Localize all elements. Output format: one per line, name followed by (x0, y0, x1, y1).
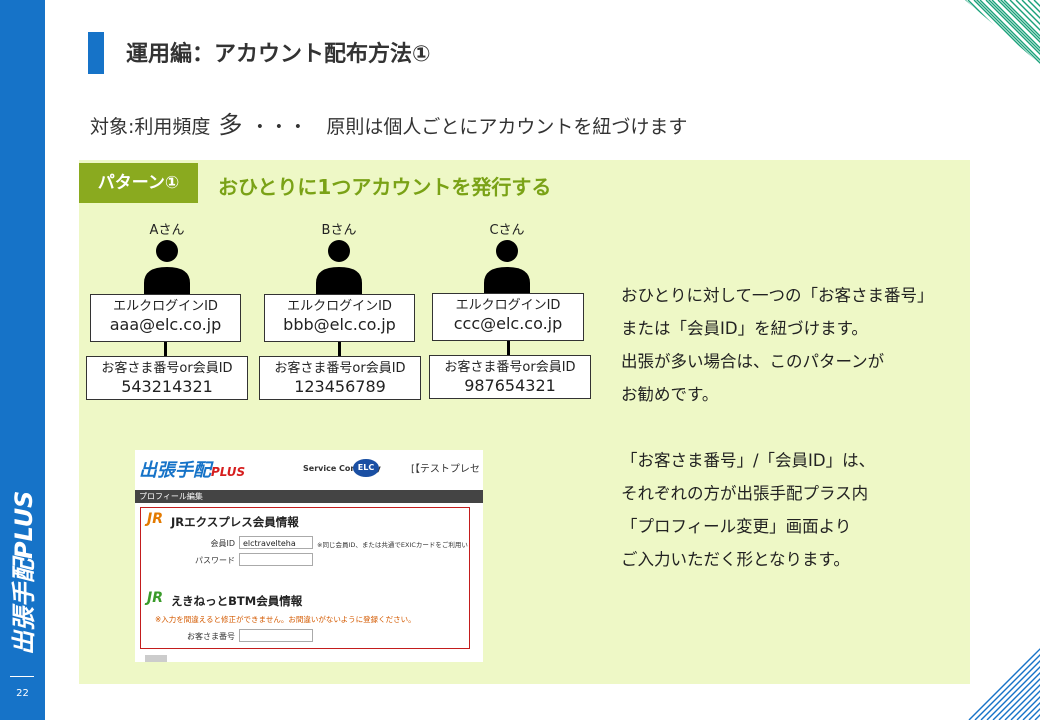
shot-company: Service Company (303, 464, 381, 473)
description-line: 出張が多い場合は、このパターンが (621, 352, 885, 371)
person-icon (484, 240, 530, 295)
shot-header: プロフィール編集 (135, 490, 483, 503)
pattern-tag: パターン① (79, 163, 198, 203)
subtitle-level: 多 (218, 111, 243, 139)
login-id-label: エルクログインID (287, 299, 392, 314)
member-id-box: お客さま番号or会員ID 987654321 (429, 355, 591, 399)
description-line: それぞれの方が出張手配プラス内 (621, 484, 869, 503)
connector-line (507, 341, 510, 355)
login-id-value: ccc@elc.co.jp (453, 314, 563, 333)
member-id-value: 543214321 (121, 377, 213, 396)
page-divider (10, 676, 34, 677)
person-name: Cさん (489, 223, 525, 238)
sidebar: 出張手配PLUS 22 (0, 0, 45, 720)
description-line: ご入力いただく形となります。 (621, 550, 850, 569)
member-id-box: お客さま番号or会員ID 123456789 (259, 356, 421, 400)
profile-screenshot: 出張手配PLUS Service Company ELC [【テストプレセ プロ… (135, 450, 483, 662)
description-line: お勧めです。 (621, 385, 719, 404)
login-id-value: bbb@elc.co.jp (283, 315, 396, 334)
stripe-decoration-bottom-icon (965, 648, 1040, 720)
shot-form: JR JRエクスプレス会員情報 会員ID elctravelteha ※同じ会員… (140, 507, 470, 649)
shot-logo-plus: PLUS (211, 465, 246, 479)
subtitle-suffix: ・・・ 原則は個人ごとにアカウントを紐づけます (250, 116, 688, 138)
member-id-input[interactable]: elctravelteha (239, 536, 313, 549)
member-id-label: お客さま番号or会員ID (274, 361, 406, 376)
member-id-label: お客さま番号or会員ID (444, 360, 576, 375)
password-input[interactable] (239, 553, 313, 566)
ekinet-logo-icon: JR (147, 590, 163, 606)
ekinet-section-title: えきねっとBTM会員情報 (171, 594, 303, 608)
description-input: 「お客さま番号」/「会員ID」は、 それぞれの方が出張手配プラス内 「プロフィー… (621, 444, 875, 576)
member-id-label: 会員ID (210, 539, 235, 548)
login-id-value: aaa@elc.co.jp (109, 315, 222, 334)
member-id-value: 987654321 (464, 376, 556, 395)
person-name: Aさん (149, 223, 185, 238)
input-warning: ※入力を間違えると修正ができません。お間違いがないように登録ください。 (155, 615, 416, 624)
person-c: Cさん (462, 219, 552, 295)
person-icon (144, 240, 190, 295)
elc-badge-icon: ELC (353, 459, 379, 477)
service-logo-icon: 出張手配PLUS (10, 491, 38, 655)
subtitle-prefix: 対象:利用頻度 (90, 116, 211, 138)
description-line: 「お客さま番号」/「会員ID」は、 (621, 451, 876, 470)
login-id-label: エルクログインID (455, 298, 561, 313)
stripe-decoration-top-icon (965, 0, 1040, 64)
page-title: 運用編：アカウント配布方法① (126, 42, 431, 67)
shot-logo-text: 出張手配 (139, 460, 211, 481)
customer-no-input[interactable] (239, 629, 313, 642)
page-number: 22 (16, 688, 29, 699)
description-line: 「プロフィール変更」画面より (621, 517, 852, 536)
login-id-label: エルクログインID (113, 299, 218, 314)
login-id-box: エルクログインID bbb@elc.co.jp (264, 294, 415, 342)
member-id-value: 123456789 (294, 377, 386, 396)
password-label: パスワード (195, 556, 235, 565)
sidebar-logo-text: 出張手配PLUS (10, 491, 38, 655)
jr-logo-icon: JR (147, 511, 163, 527)
subtitle: 対象:利用頻度多・・・ 原則は個人ごとにアカウントを紐づけます (90, 105, 687, 140)
shot-bottom-button (145, 655, 167, 662)
connector-line (338, 342, 341, 356)
person-b: Bさん (294, 219, 384, 295)
jr-section-title: JRエクスプレス会員情報 (171, 515, 299, 529)
login-id-box: エルクログインID aaa@elc.co.jp (90, 294, 241, 342)
title-accent-bar (88, 32, 104, 74)
member-id-label: お客さま番号or会員ID (101, 361, 233, 376)
shot-logo: 出張手配PLUS (139, 456, 245, 482)
person-name: Bさん (321, 223, 357, 238)
shot-bracket-text: [【テストプレセ (411, 464, 480, 475)
description-line: または「会員ID」を紐づけます。 (621, 319, 868, 338)
person-a: Aさん (122, 219, 212, 295)
pattern-title: おひとりに1つアカウントを発行する (218, 175, 552, 199)
person-icon (316, 240, 362, 295)
member-id-box: お客さま番号or会員ID 543214321 (86, 356, 248, 400)
customer-no-label: お客さま番号 (187, 632, 235, 641)
description-line: おひとりに対して一つの「お客さま番号」 (621, 286, 934, 305)
connector-line (164, 342, 167, 356)
description-pattern: おひとりに対して一つの「お客さま番号」 または「会員ID」を紐づけます。 出張が… (621, 279, 934, 411)
login-id-box: エルクログインID ccc@elc.co.jp (432, 293, 584, 341)
member-id-note: ※同じ会員ID、または共通でEXICカードをご利用い (317, 541, 468, 549)
